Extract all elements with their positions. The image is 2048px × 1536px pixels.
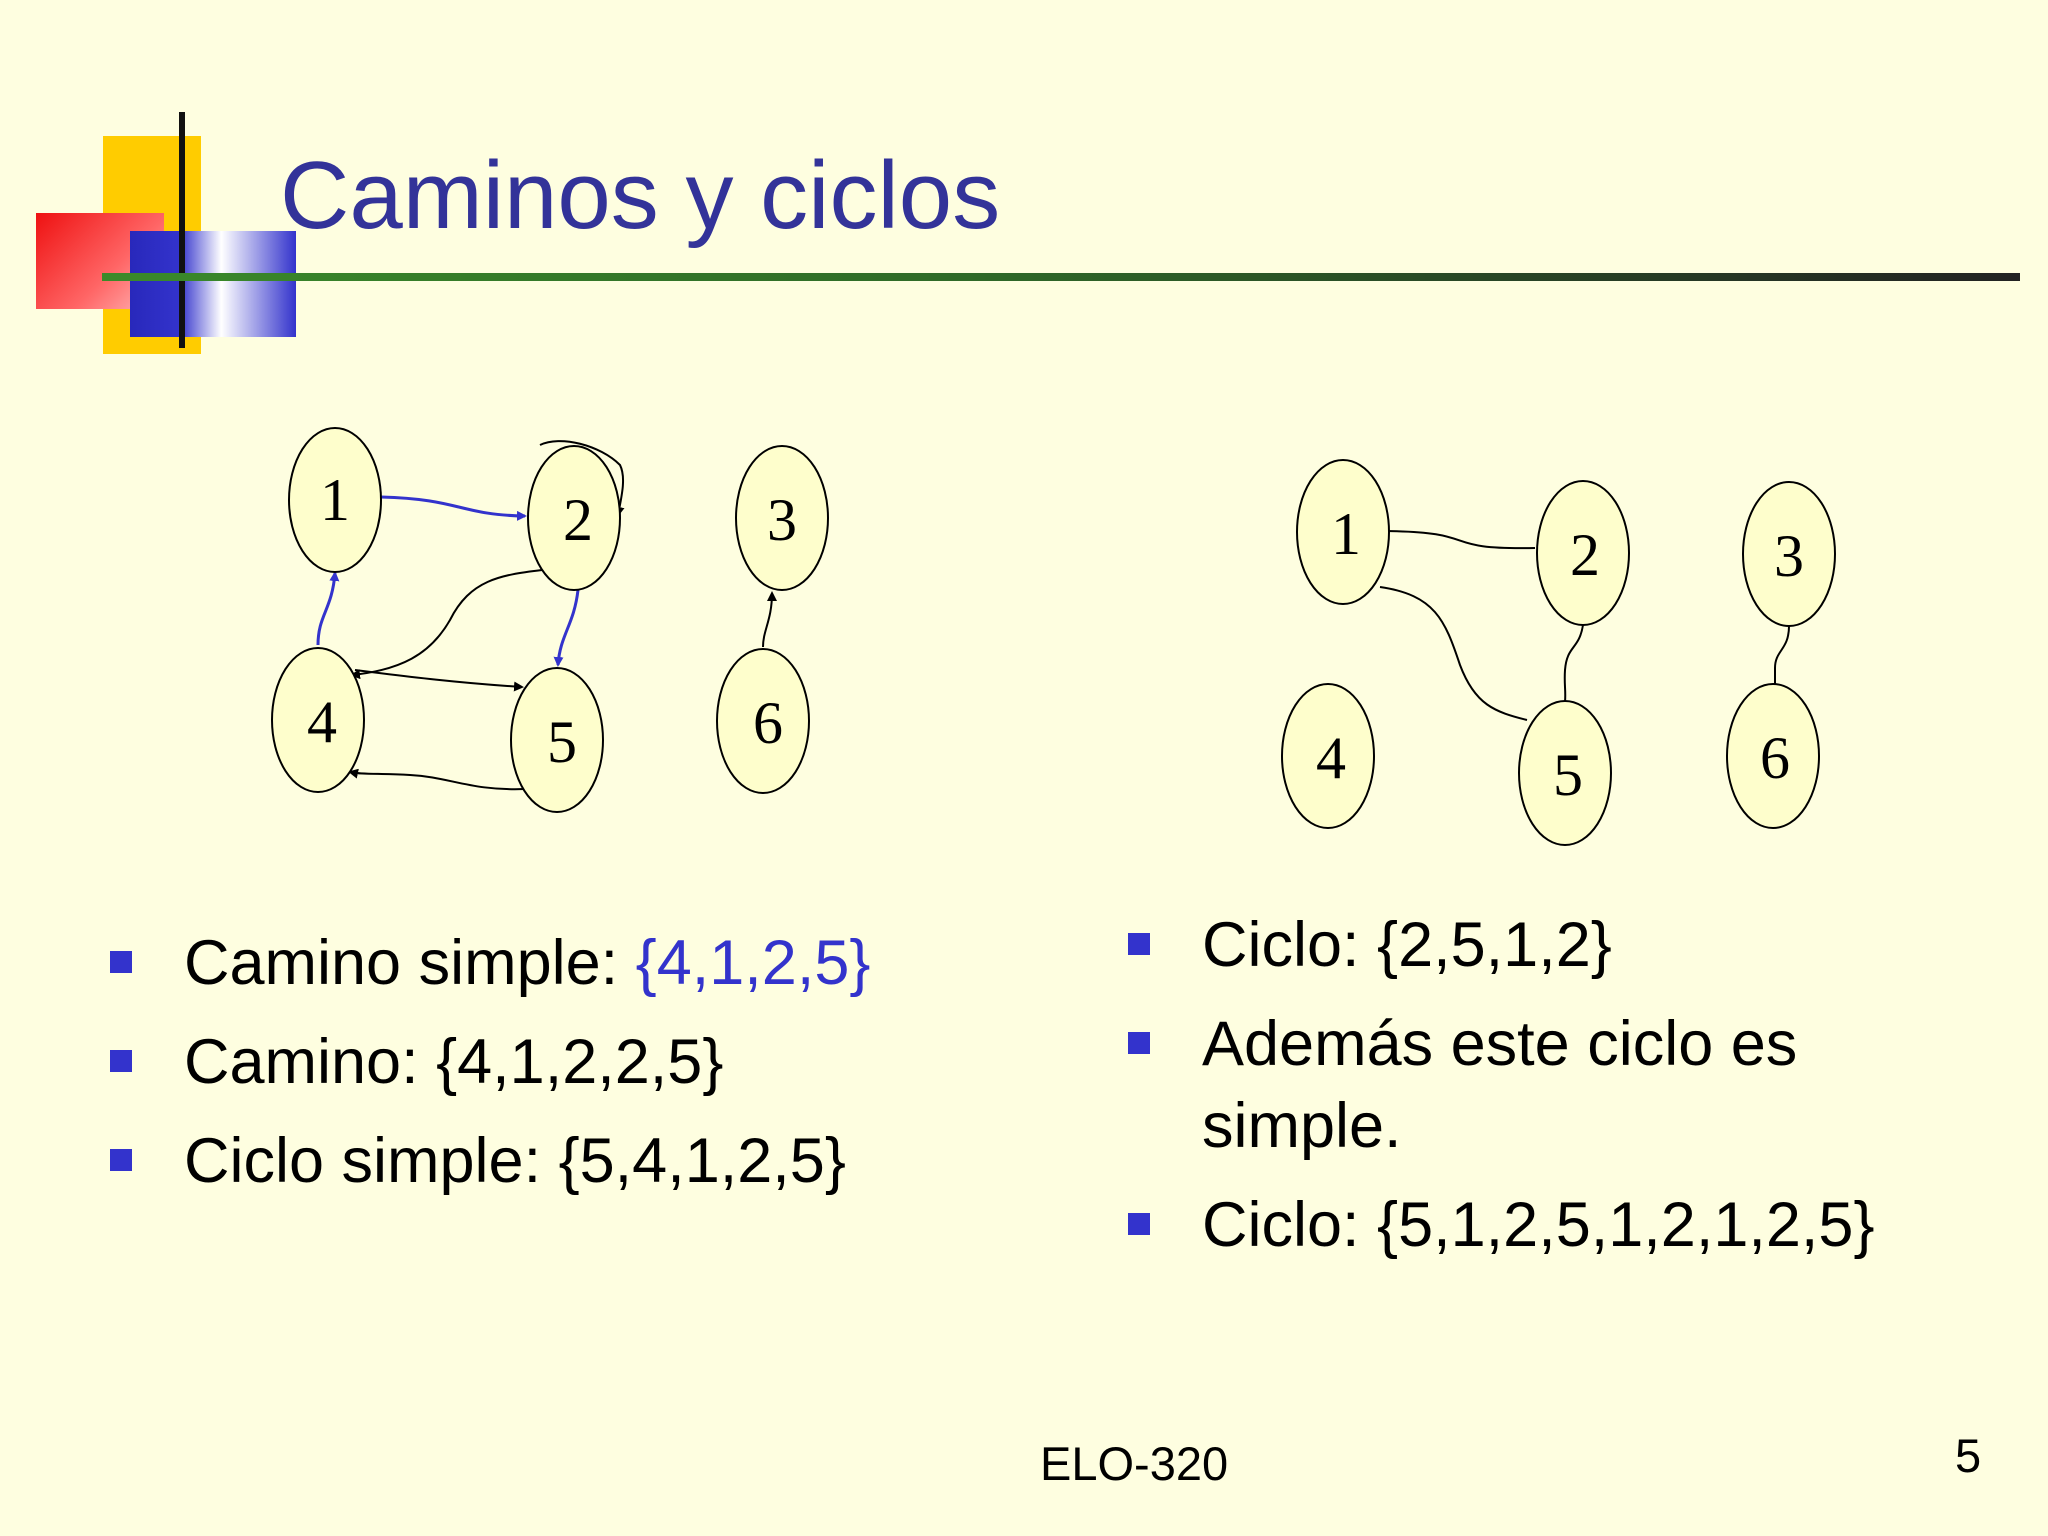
node-2: 2 xyxy=(1536,480,1630,626)
svg-text:1: 1 xyxy=(1331,501,1361,567)
node-4: 4 xyxy=(271,647,365,793)
svg-text:5: 5 xyxy=(547,709,577,775)
svg-text:1: 1 xyxy=(320,467,350,533)
svg-text:3: 3 xyxy=(767,487,797,553)
svg-text:6: 6 xyxy=(753,690,783,756)
node-1: 1 xyxy=(288,427,382,573)
bullet-item: Camino simple: {4,1,2,5} xyxy=(110,922,970,1004)
node-5: 5 xyxy=(510,667,604,813)
bullet-square-icon xyxy=(1128,933,1150,955)
bullet-square-icon xyxy=(110,1050,132,1072)
edge-3-6 xyxy=(1774,625,1790,684)
edge-4-to-5 xyxy=(354,669,524,692)
bullet-item: Además este ciclo es simple. xyxy=(1128,1003,2008,1167)
title-rule xyxy=(102,273,2020,281)
edge-2-to-4 xyxy=(350,569,543,680)
edge-1-2 xyxy=(1384,530,1536,550)
svg-text:3: 3 xyxy=(1774,523,1804,589)
bullet-square-icon xyxy=(1128,1213,1150,1235)
bullet-list-left: Camino simple: {4,1,2,5} Camino: {4,1,2,… xyxy=(110,922,970,1219)
bullet-list-right: Ciclo: {2,5,1,2} Además este ciclo es si… xyxy=(1128,904,2008,1283)
bullet-text: Camino: {4,1,2,2,5} xyxy=(184,1027,724,1097)
deco-blue-square xyxy=(130,231,296,337)
edge-2-to-5 xyxy=(553,589,580,667)
svg-text:4: 4 xyxy=(307,689,337,755)
svg-text:4: 4 xyxy=(1316,725,1346,791)
page-number: 5 xyxy=(1955,1429,1982,1482)
node-2: 2 xyxy=(527,445,621,591)
svg-text:2: 2 xyxy=(1570,522,1600,588)
node-6: 6 xyxy=(716,648,810,794)
edge-1-to-2 xyxy=(380,495,527,521)
footer-course-code: ELO-320 xyxy=(1040,1437,1229,1490)
edge-6-to-3 xyxy=(762,591,777,648)
slide-title: Caminos y ciclos xyxy=(280,142,1001,249)
bullet-item: Ciclo: {2,5,1,2} xyxy=(1128,904,2008,986)
bullet-item: Camino: {4,1,2,2,5} xyxy=(110,1021,970,1103)
bullet-square-icon xyxy=(1128,1032,1150,1054)
edge-4-to-1 xyxy=(316,571,340,646)
svg-text:5: 5 xyxy=(1553,742,1583,808)
svg-text:6: 6 xyxy=(1760,725,1790,791)
directed-graph: 1 2 3 4 5 6 xyxy=(271,427,829,813)
undirected-graph: 1 2 3 4 5 6 xyxy=(1281,459,1836,846)
edge-2-5 xyxy=(1563,624,1584,703)
edge-2-self-loop xyxy=(539,440,625,517)
bullet-text: Ciclo: {2,5,1,2} xyxy=(1202,910,1612,980)
node-5: 5 xyxy=(1518,700,1612,846)
node-1: 1 xyxy=(1296,459,1390,605)
bullet-text: Además este ciclo es simple. xyxy=(1202,1009,1798,1161)
bullet-item: Ciclo: {5,1,2,5,1,2,1,2,5} xyxy=(1128,1184,2008,1266)
node-4: 4 xyxy=(1281,683,1375,829)
highlighted-path: {4,1,2,5} xyxy=(635,928,871,998)
svg-text:2: 2 xyxy=(563,487,593,553)
bullet-item: Ciclo simple: {5,4,1,2,5} xyxy=(110,1120,970,1202)
edge-5-to-4 xyxy=(348,768,526,791)
bullet-text: Camino simple: xyxy=(184,928,636,998)
bullet-text: Ciclo simple: {5,4,1,2,5} xyxy=(184,1126,846,1196)
edge-1-5 xyxy=(1379,586,1528,721)
node-6: 6 xyxy=(1726,683,1820,829)
bullet-square-icon xyxy=(110,951,132,973)
deco-vertical-line xyxy=(179,112,185,348)
node-3: 3 xyxy=(1742,481,1836,627)
node-3: 3 xyxy=(735,445,829,591)
bullet-square-icon xyxy=(110,1149,132,1171)
bullet-text: Ciclo: {5,1,2,5,1,2,1,2,5} xyxy=(1202,1190,1875,1260)
